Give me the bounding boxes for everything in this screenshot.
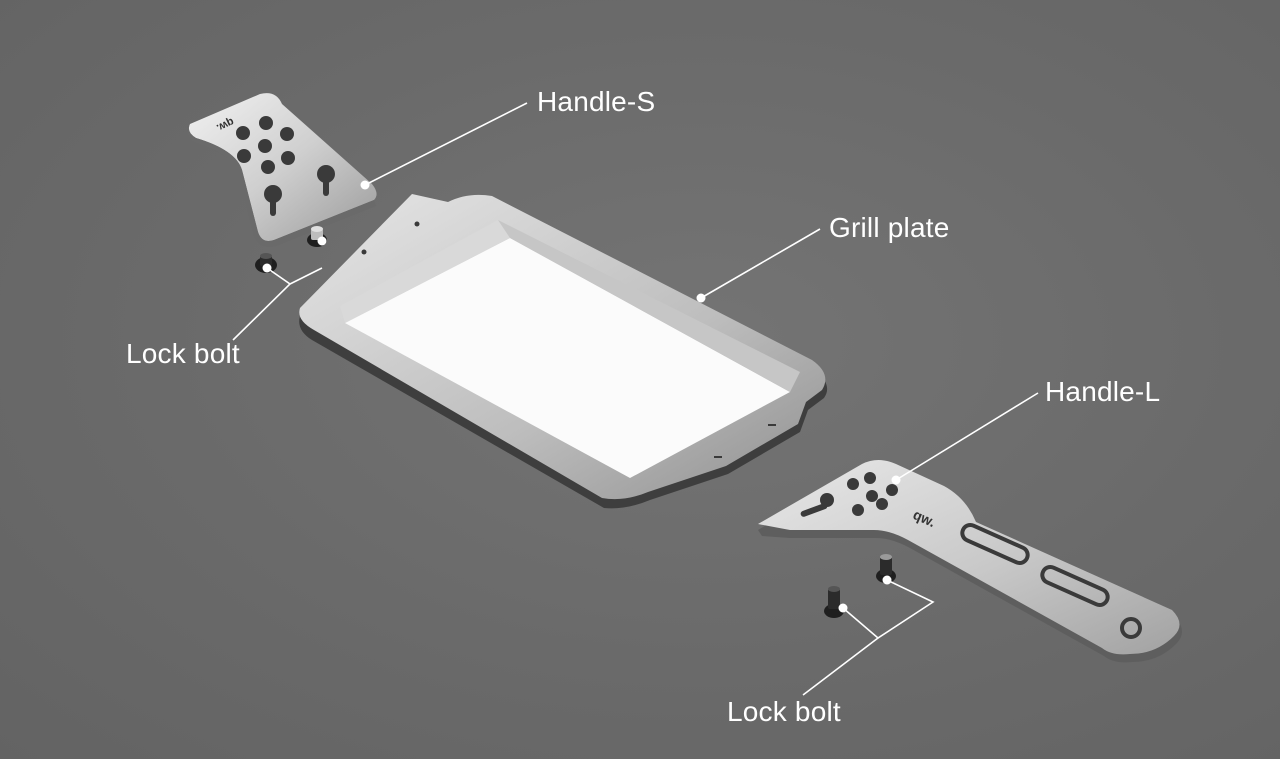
handle-l-body bbox=[758, 460, 1180, 655]
leader-dot-lock-bolt-bottom bbox=[838, 603, 848, 613]
leader-line-handle-l bbox=[895, 392, 1039, 481]
lock-bolt-bottom-1 bbox=[824, 586, 844, 618]
handle-l-holes bbox=[800, 472, 1142, 639]
leader-line-lock-bolt-bottom bbox=[842, 579, 935, 639]
grill-plate-inner-wall-right bbox=[498, 220, 800, 392]
leader-line-lock-bolt-bottom-2 bbox=[802, 637, 879, 696]
label-grill-plate: Grill plate bbox=[829, 212, 950, 243]
leader-dot-handle-l bbox=[891, 475, 901, 485]
grill-plate-inner-wall bbox=[340, 220, 510, 323]
leader-dot-handle-s bbox=[360, 180, 370, 190]
grill-plate-hole bbox=[414, 221, 420, 227]
grill-plate-slot bbox=[714, 456, 722, 458]
leader-dot-lock-bolt-bottom-2 bbox=[882, 575, 892, 585]
grill-plate-hole bbox=[361, 249, 367, 255]
handle-s-body bbox=[188, 93, 377, 241]
leader-dot-lock-bolt-left bbox=[262, 263, 272, 273]
grill-plate bbox=[299, 194, 828, 509]
leader-lines bbox=[232, 102, 1039, 696]
handle-s: qw. bbox=[187, 93, 377, 247]
leader-line-lock-bolt-left bbox=[232, 267, 292, 341]
leader-line-lock-bolt-left-2 bbox=[289, 267, 323, 285]
label-handle-s: Handle-S bbox=[537, 86, 656, 117]
handle-s-holes bbox=[236, 116, 335, 216]
grill-plate-slot bbox=[768, 424, 776, 426]
leader-dot-grill-plate bbox=[696, 293, 706, 303]
leader-line-handle-s bbox=[364, 102, 528, 186]
handle-l: qw. bbox=[758, 460, 1182, 663]
label-lock-bolt-bottom: Lock bolt bbox=[727, 696, 841, 727]
leader-dot-lock-bolt-left-2 bbox=[317, 236, 327, 246]
label-handle-l: Handle-L bbox=[1045, 376, 1161, 407]
grill-plate-surface bbox=[345, 238, 790, 478]
leader-dots bbox=[262, 180, 901, 613]
leader-line-grill-plate bbox=[700, 228, 821, 299]
label-lock-bolt-left: Lock bolt bbox=[126, 338, 240, 369]
